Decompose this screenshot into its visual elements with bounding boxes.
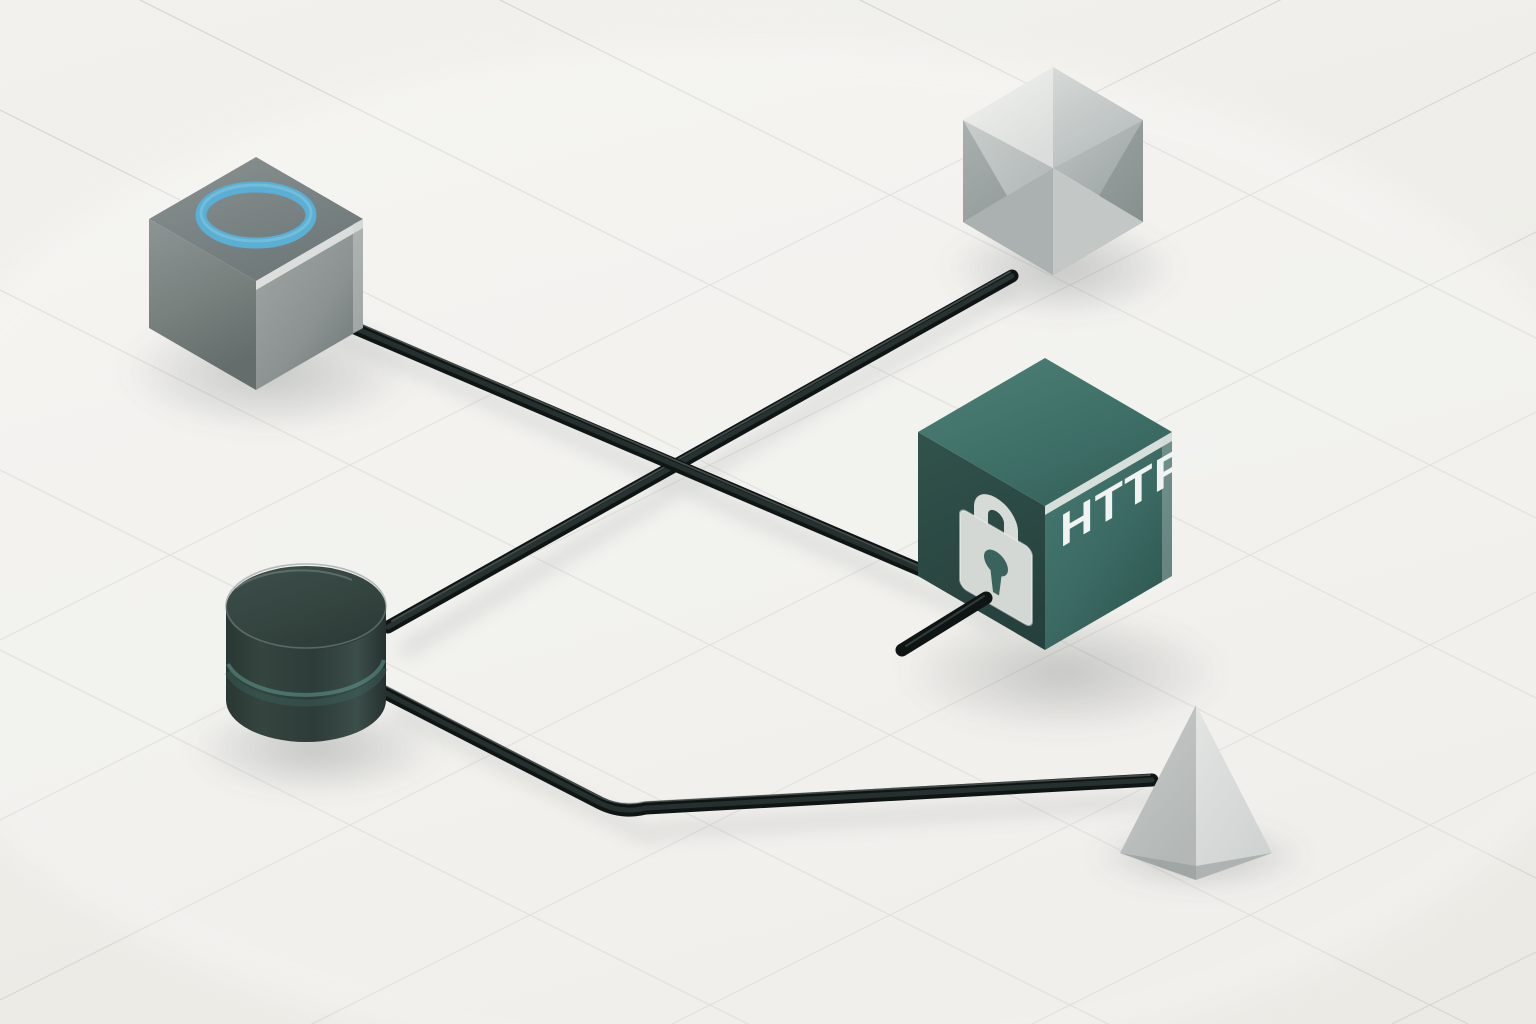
node-polyhedron[interactable] bbox=[963, 67, 1143, 275]
gray-cube-left-face bbox=[149, 219, 256, 390]
node-cylinder[interactable] bbox=[224, 563, 388, 742]
polyhedron-facet-top-left bbox=[963, 67, 1053, 168]
pyramid-left-face bbox=[1120, 705, 1196, 880]
gray-cube-right-face bbox=[256, 219, 363, 390]
https-cube-right-face bbox=[1045, 432, 1172, 650]
blue-ring-icon bbox=[195, 181, 317, 249]
pyramid-right-face bbox=[1196, 705, 1272, 880]
link-cylinder-to-pyramid[interactable] bbox=[373, 683, 1159, 817]
https-cable-tip bbox=[895, 591, 993, 657]
link-gray-to-https[interactable] bbox=[301, 301, 993, 605]
node-pyramid[interactable] bbox=[1120, 705, 1272, 880]
polyhedron-facet-top-right bbox=[1053, 67, 1143, 168]
cylinder-top-cap bbox=[226, 566, 386, 650]
node-gray-cube[interactable] bbox=[149, 157, 363, 390]
link-cylinder-to-polyhedron[interactable] bbox=[381, 269, 1019, 634]
polyhedron-facet-center-right bbox=[1053, 168, 1143, 275]
polyhedron-facet-center-left bbox=[963, 168, 1053, 275]
